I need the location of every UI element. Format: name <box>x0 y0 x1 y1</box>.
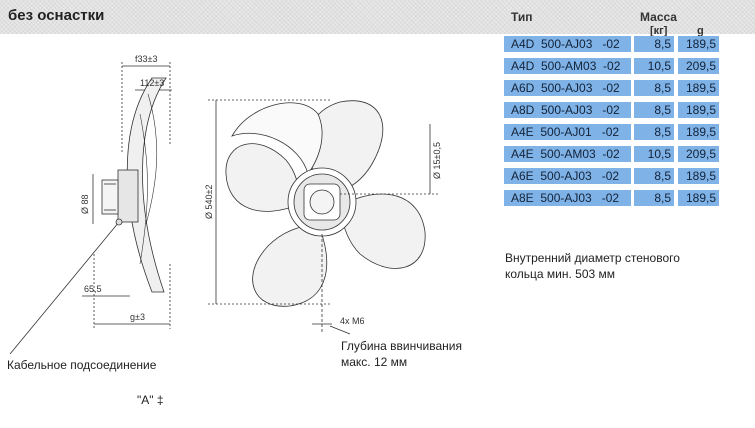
mass-g-cell: 189,5 <box>678 168 719 184</box>
side-width-second-label: 112±3 <box>140 78 164 88</box>
terminal-box-shape <box>101 179 119 215</box>
inner-diameter-note-line2: кольца мин. 503 мм <box>505 267 616 281</box>
mass-kg-cell: 8,5 <box>634 80 674 96</box>
table-row: A4E 500-AM03 -02 10,5 209,5 <box>504 146 719 162</box>
side-bottom-label: g±3 <box>130 312 145 322</box>
cable-leader-line <box>9 221 120 354</box>
section-title: без оснастки <box>8 7 105 24</box>
front-bolt-label: 4x M6 <box>340 316 365 326</box>
screw-depth-note-line2: макс. 12 мм <box>341 355 408 369</box>
motor-body-shape <box>117 169 139 223</box>
fan-blade-shape <box>225 143 301 212</box>
fan-blade-shape <box>339 193 426 269</box>
unit-g-label: g <box>697 25 704 37</box>
cable-connection-label: Кабельное подсоединение <box>7 358 157 372</box>
model-type-cell: A4D 500-AJ03 -02 <box>504 36 631 52</box>
column-header-mass: Масса <box>640 10 677 24</box>
screw-depth-note-line1: Глубина ввинчивания <box>341 339 462 353</box>
table-row: A6E 500-AJ03 -02 8,5 189,5 <box>504 168 719 184</box>
mass-g-cell: 189,5 <box>678 80 719 96</box>
side-view <box>9 62 172 354</box>
header-band <box>0 0 755 34</box>
inner-diameter-note-line1: Внутренний диаметр стенового <box>505 251 680 265</box>
model-type-cell: A6D 500-AJ03 -02 <box>504 80 631 96</box>
model-type-cell: A4E 500-AM03 -02 <box>504 146 631 162</box>
mass-g-cell: 189,5 <box>678 36 719 52</box>
model-type-cell: A8D 500-AJ03 -02 <box>504 102 631 118</box>
model-type-cell: A4D 500-AM03 -02 <box>504 58 631 74</box>
model-type-cell: A6E 500-AJ03 -02 <box>504 168 631 184</box>
table-row: A8D 500-AJ03 -02 8,5 189,5 <box>504 102 719 118</box>
mass-kg-cell: 8,5 <box>634 102 674 118</box>
model-type-cell: A4E 500-AJ01 -02 <box>504 124 631 140</box>
view-a-label: "A" ‡ <box>137 393 164 407</box>
mass-kg-cell: 10,5 <box>634 146 674 162</box>
fan-technical-drawing: f33±3 112±3 Ø 88 65,5 g±3 Ø 540±2 Ø 15±0… <box>9 54 442 354</box>
mass-kg-cell: 8,5 <box>634 36 674 52</box>
front-diameter-label: Ø 540±2 <box>204 185 214 219</box>
mass-kg-cell: 10,5 <box>634 58 674 74</box>
mass-g-cell: 189,5 <box>678 190 719 206</box>
mass-g-cell: 209,5 <box>678 58 719 74</box>
mass-g-cell: 209,5 <box>678 146 719 162</box>
fan-blade-shape <box>231 102 323 175</box>
mass-kg-cell: 8,5 <box>634 124 674 140</box>
screw-depth-note: Глубина ввинчивания макс. 12 мм <box>341 338 462 370</box>
side-height-label: Ø 88 <box>80 194 90 214</box>
table-row: A8E 500-AJ03 -02 8,5 189,5 <box>504 190 719 206</box>
fan-blade-shape <box>252 223 328 307</box>
side-width-top-label: f33±3 <box>135 54 157 64</box>
front-view <box>208 99 440 335</box>
mass-kg-cell: 8,5 <box>634 190 674 206</box>
mass-g-cell: 189,5 <box>678 102 719 118</box>
mass-g-cell: 189,5 <box>678 124 719 140</box>
side-offset-label: 65,5 <box>84 284 102 294</box>
table-row: A4D 500-AJ03 -02 8,5 189,5 <box>504 36 719 52</box>
front-right-label: Ø 15±0,5 <box>432 142 442 179</box>
table-row: A4E 500-AJ01 -02 8,5 189,5 <box>504 124 719 140</box>
mass-kg-cell: 8,5 <box>634 168 674 184</box>
blade-profile-shape <box>126 77 167 293</box>
unit-kg-label: [кг] <box>650 25 668 37</box>
table-row: A6D 500-AJ03 -02 8,5 189,5 <box>504 80 719 96</box>
inner-diameter-note: Внутренний диаметр стенового кольца мин.… <box>505 250 725 282</box>
model-type-cell: A8E 500-AJ03 -02 <box>504 190 631 206</box>
column-header-type: Тип <box>511 10 533 24</box>
table-row: A4D 500-AM03 -02 10,5 209,5 <box>504 58 719 74</box>
